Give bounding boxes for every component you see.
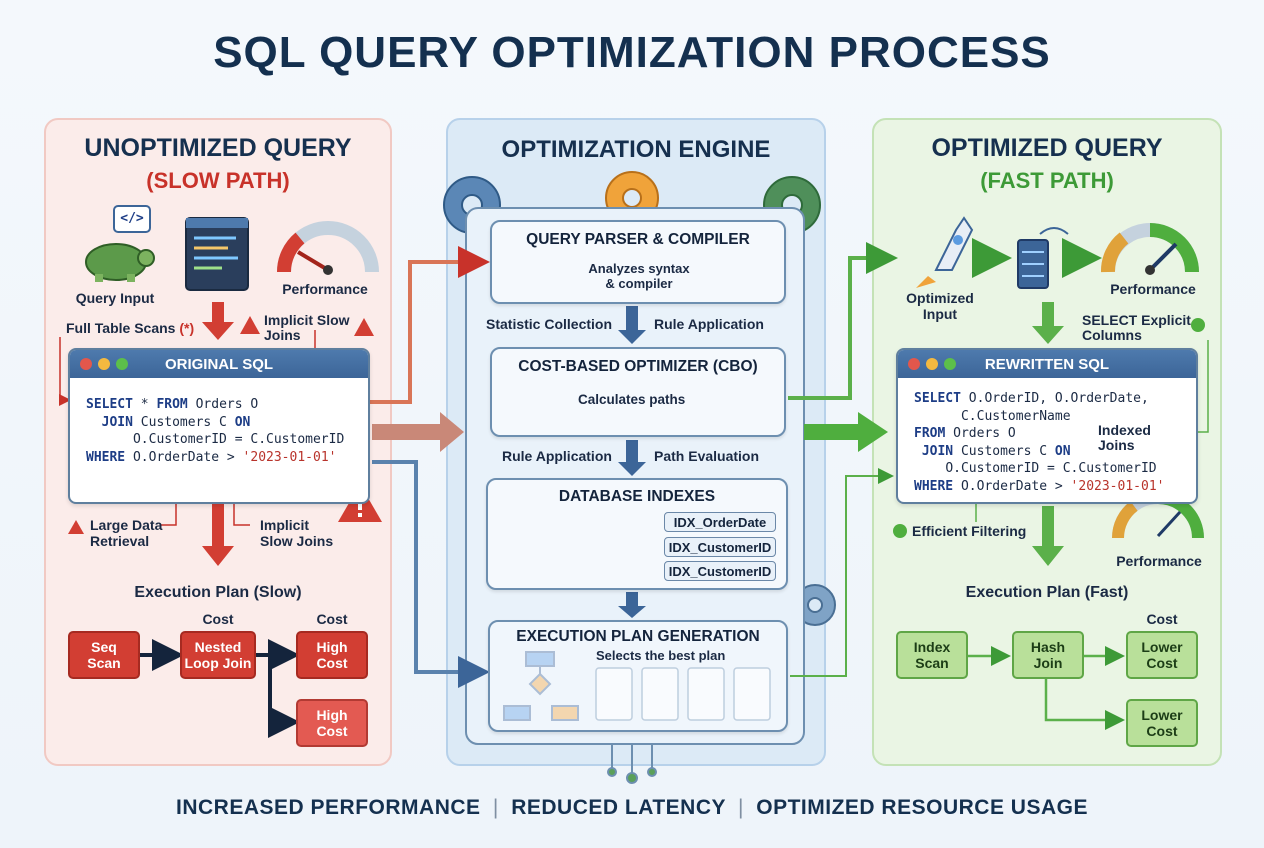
path-evaluation-label: Path Evaluation <box>654 448 760 464</box>
warning-icon <box>68 520 84 534</box>
minimize-dot <box>98 358 110 370</box>
fast-plan-title: Execution Plan (Fast) <box>965 584 1129 601</box>
query-parser-box: QUERY PARSER & COMPILER Analyzes syntax&… <box>490 220 786 304</box>
performance-label: Performance <box>1110 281 1196 297</box>
performance-label: Performance <box>1116 553 1202 569</box>
close-dot <box>908 358 920 370</box>
fast-gauge-icon <box>1101 223 1199 275</box>
down-arrow-icon <box>202 302 234 340</box>
benefit-item: INCREASED PERFORMANCE <box>176 796 481 819</box>
separator: | <box>737 796 744 819</box>
turtle-icon <box>85 243 155 282</box>
rewritten-sql-code: SELECT O.OrderID, O.OrderDate, C.Custome… <box>914 391 1165 494</box>
cbo-box: COST-BASED OPTIMIZER (CBO) Calculates pa… <box>490 347 786 437</box>
page-title: SQL QUERY OPTIMIZATION PROCESS <box>213 28 1051 77</box>
cost-label: Cost <box>316 611 348 627</box>
rule-application-label: Rule Application <box>502 448 612 464</box>
query-input-label: Query Input <box>75 290 155 306</box>
server-icon <box>1017 227 1069 289</box>
plan-gen-desc: Selects the best plan <box>596 648 726 663</box>
benefit-item: OPTIMIZED RESOURCE USAGE <box>756 796 1088 819</box>
minimize-dot <box>926 358 938 370</box>
slow-path-label: (SLOW PATH) <box>146 168 290 193</box>
index-item: IDX_OrderDate <box>664 512 776 532</box>
maximize-dot <box>116 358 128 370</box>
check-icon <box>1191 318 1205 332</box>
rewritten-sql-window: REWRITTEN SQL SELECT O.OrderID, O.OrderD… <box>896 348 1198 504</box>
slow-gauge-icon <box>276 221 379 275</box>
statistic-collection-label: Statistic Collection <box>486 316 613 332</box>
fast-path-label: (FAST PATH) <box>980 168 1114 193</box>
cost-label: Cost <box>202 611 234 627</box>
rule-application-label: Rule Application <box>654 316 764 332</box>
parser-desc: Analyzes syntax& compiler <box>588 261 690 291</box>
indexes-title: DATABASE INDEXES <box>558 488 716 505</box>
rocket-icon <box>916 216 974 288</box>
code-icon-text: </> <box>120 211 144 226</box>
code-screen-icon <box>185 217 249 291</box>
fast-gauge-icon <box>1112 492 1204 539</box>
maximize-dot <box>944 358 956 370</box>
benefits-footer: INCREASED PERFORMANCE | REDUCED LATENCY … <box>0 796 1264 820</box>
parser-title: QUERY PARSER & COMPILER <box>526 231 750 248</box>
original-sql-code: SELECT * FROM Orders O JOIN Customers C … <box>86 397 345 465</box>
execution-plan-generation-box: EXECUTION PLAN GENERATION Selects the be… <box>488 620 788 732</box>
unoptimized-heading: UNOPTIMIZED QUERY <box>84 134 352 162</box>
code-bubble-icon <box>113 205 151 233</box>
original-sql-window: ORIGINAL SQL SELECT * FROM Orders O JOIN… <box>68 348 370 504</box>
window-titlebar: REWRITTEN SQL <box>898 350 1196 378</box>
optimized-heading: OPTIMIZED QUERY <box>931 134 1163 162</box>
cbo-desc: Calculates paths <box>578 392 686 407</box>
separator: | <box>492 796 499 819</box>
window-title: ORIGINAL SQL <box>164 356 274 373</box>
efficient-filtering-label: Efficient Filtering <box>912 523 1027 539</box>
index-item: IDX_CustomerID <box>664 561 776 581</box>
cbo-title: COST-BASED OPTIMIZER (CBO) <box>518 358 758 375</box>
engine-heading: OPTIMIZATION ENGINE <box>501 136 771 163</box>
slow-plan-title: Execution Plan (Slow) <box>134 584 302 601</box>
cost-label: Cost <box>1146 611 1178 627</box>
index-item: IDX_CustomerID <box>664 537 776 557</box>
window-titlebar: ORIGINAL SQL <box>70 350 368 378</box>
benefit-item: REDUCED LATENCY <box>511 796 726 819</box>
close-dot <box>80 358 92 370</box>
full-table-scans-label: Full Table Scans (*) <box>66 320 195 336</box>
warning-icon <box>240 316 260 334</box>
window-title: REWRITTEN SQL <box>984 356 1110 373</box>
check-icon <box>893 524 907 538</box>
plan-gen-title: EXECUTION PLAN GENERATION <box>516 628 760 645</box>
warning-icon <box>354 318 374 336</box>
performance-label: Performance <box>282 281 368 297</box>
